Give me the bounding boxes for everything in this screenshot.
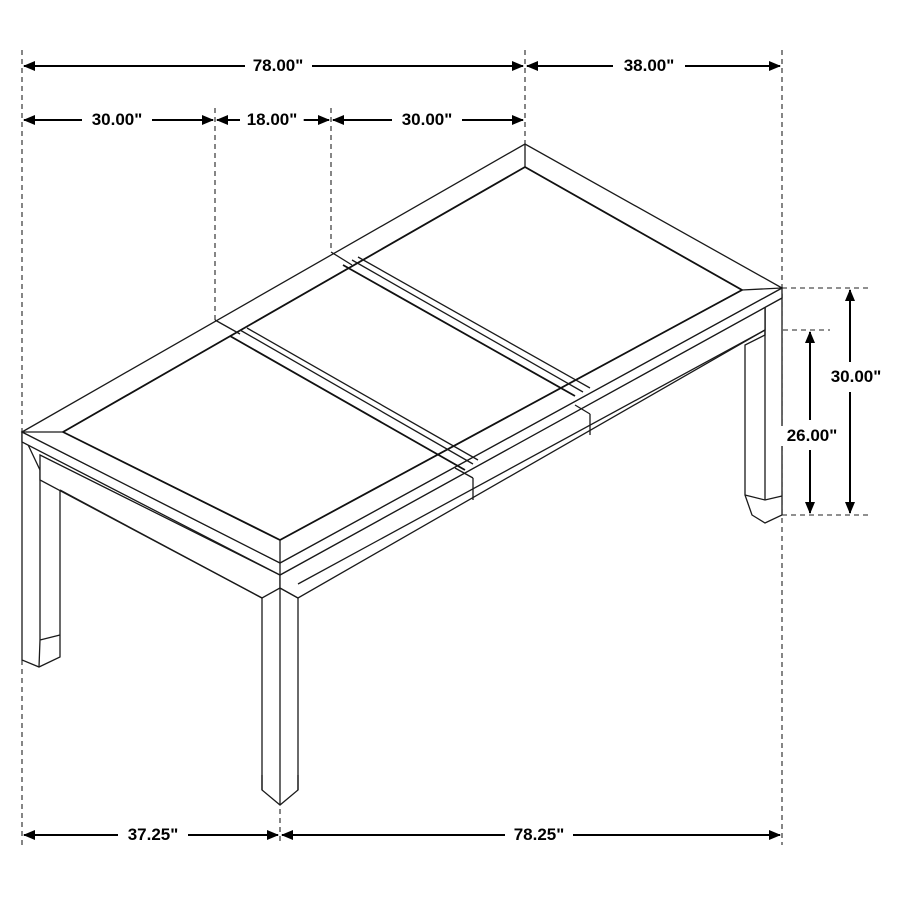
dim-label-height-apron: 26.00" [780,426,844,446]
dim-label-height-overall: 30.00" [824,367,888,387]
dim-label-footprint-front: 37.25" [121,825,185,845]
table-top [20,143,784,564]
table-apron [39,297,783,599]
dim-label-depth: 38.00" [617,56,681,76]
dim-label-footprint-side: 78.25" [507,825,571,845]
dim-label-section-left: 30.00" [85,110,149,130]
dim-label-section-leaf: 18.00" [240,110,304,130]
table-legs [21,293,783,806]
dimension-lines [23,61,855,840]
dim-label-overall-length: 78.00" [246,56,310,76]
dim-label-section-right: 30.00" [395,110,459,130]
